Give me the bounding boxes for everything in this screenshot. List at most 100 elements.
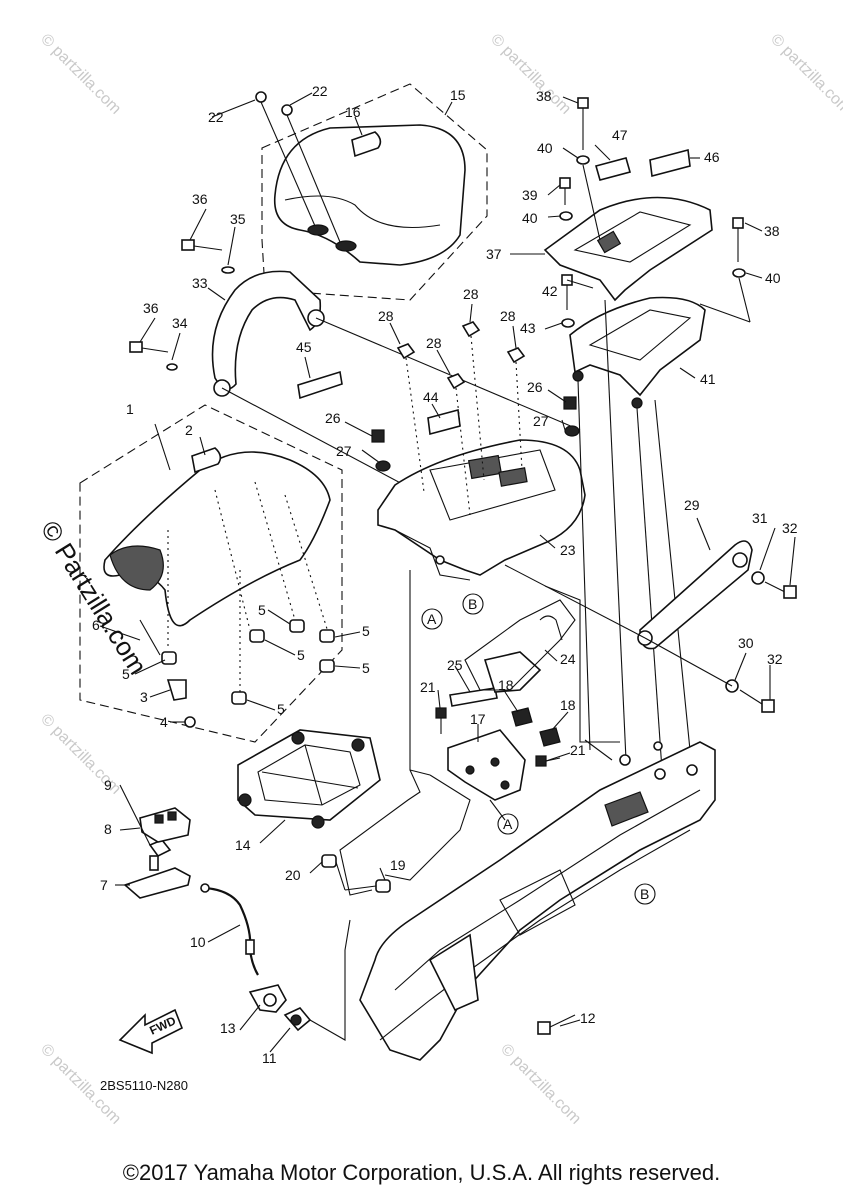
- part-label-3: 3: [140, 689, 148, 705]
- side-grab-bar: [637, 540, 753, 650]
- part-label-10: 10: [190, 934, 206, 950]
- part-label-32: 32: [767, 651, 783, 667]
- part-label-31: 31: [752, 510, 768, 526]
- damper-5: [161, 619, 335, 705]
- part-label-18: 18: [498, 677, 514, 693]
- clip-18: [539, 727, 561, 747]
- clip-18: [511, 707, 533, 727]
- part-label-44: 44: [423, 389, 439, 405]
- part-label-18: 18: [560, 697, 576, 713]
- part-label-46: 46: [704, 149, 720, 165]
- part-label-26: 26: [325, 410, 341, 426]
- rear-carrier: [543, 196, 713, 302]
- part-label-19: 19: [390, 857, 406, 873]
- lock-holder-11: [283, 1007, 312, 1032]
- part-label-7: 7: [100, 877, 108, 893]
- label-25: [449, 687, 498, 707]
- seat-lock-bracket: [447, 729, 526, 801]
- lock-cylinder-13: [248, 984, 287, 1013]
- watermark: © partzilla.com: [37, 31, 124, 118]
- lock-bracket-7: [123, 855, 191, 899]
- watermark: © partzilla.com: [767, 31, 843, 118]
- seat-tag-2: [191, 447, 222, 474]
- part-label-40: 40: [765, 270, 781, 286]
- part-label-9: 9: [104, 777, 112, 793]
- nut-9: [148, 839, 172, 858]
- part-label-43: 43: [520, 320, 536, 336]
- cover-24: [483, 651, 542, 693]
- part-label-16: 16: [345, 104, 361, 120]
- part-label-36: 36: [143, 300, 159, 316]
- part-label-34: 34: [172, 315, 188, 331]
- part-label-35: 35: [230, 211, 246, 227]
- bolt-26: [371, 396, 577, 443]
- seat-base-plate: [237, 729, 381, 829]
- part-label-23: 23: [560, 542, 576, 558]
- part-label-22: 22: [312, 83, 328, 99]
- rear-fender-storage: [377, 439, 586, 581]
- cover-24-outline: [464, 599, 576, 691]
- damper-20: [321, 854, 337, 868]
- callout-b: B B: [462, 593, 656, 905]
- part-label-45: 45: [296, 339, 312, 355]
- part-label-41: 41: [700, 371, 716, 387]
- part-label-6: 6: [92, 617, 100, 633]
- washer-27: [375, 425, 580, 472]
- part-label-13: 13: [220, 1020, 236, 1036]
- svg-text:B: B: [468, 596, 477, 612]
- part-label-4: 4: [160, 714, 168, 730]
- passenger-seat-assembly: [261, 83, 488, 301]
- part-label-30: 30: [738, 635, 754, 651]
- part-label-1: 1: [126, 401, 134, 417]
- seat-tag: [351, 131, 382, 158]
- part-label-5: 5: [122, 666, 130, 682]
- part-label-39: 39: [522, 187, 538, 203]
- rider-seat-assembly: [79, 404, 343, 743]
- part-label-27: 27: [336, 443, 352, 459]
- seat-lock-hook: [166, 679, 187, 701]
- rider-seat: [103, 451, 331, 627]
- label-46: [649, 148, 691, 178]
- diagram-code: 2BS5110-N280: [100, 1078, 188, 1093]
- part-label-20: 20: [285, 867, 301, 883]
- part-label-11: 11: [262, 1050, 277, 1066]
- part-label-28: 28: [500, 308, 516, 324]
- part-label-29: 29: [684, 497, 700, 513]
- grab-bar: [211, 270, 325, 397]
- seat-lock-8: [139, 807, 191, 843]
- svg-text:A: A: [503, 816, 513, 832]
- part-label-40: 40: [522, 210, 538, 226]
- part-label-36: 36: [192, 191, 208, 207]
- label-45: [297, 370, 343, 400]
- svg-text:A: A: [427, 611, 437, 627]
- damper-19: [375, 879, 391, 893]
- nut-28: [396, 321, 526, 390]
- carrier-bracket: [569, 296, 706, 409]
- part-label-38: 38: [536, 88, 552, 104]
- part-label-42: 42: [542, 283, 558, 299]
- copyright-notice: ©2017 Yamaha Motor Corporation, U.S.A. A…: [122, 1160, 721, 1185]
- part-label-28: 28: [463, 286, 479, 302]
- svg-text:B: B: [640, 886, 649, 902]
- part-label-28: 28: [378, 308, 394, 324]
- part-labels: 1 2 3 4 5 5 5 5 5 5 6 7 8 9 10 11 12 13 …: [92, 83, 798, 1066]
- bolt-36-upper: [181, 239, 235, 274]
- seat-cable-10: [200, 883, 259, 976]
- seat-hook: [307, 224, 329, 236]
- callout-a: A A: [421, 608, 519, 835]
- part-label-24: 24: [560, 651, 576, 667]
- part-label-21: 21: [420, 679, 436, 695]
- part-label-5: 5: [362, 660, 370, 676]
- part-label-2: 2: [185, 422, 193, 438]
- watermark: © partzilla.com: [487, 31, 574, 118]
- part-label-27: 27: [533, 413, 549, 429]
- bolt-22: [255, 91, 341, 243]
- part-label-14: 14: [235, 837, 251, 853]
- part-label-28: 28: [426, 335, 442, 351]
- part-label-26: 26: [527, 379, 543, 395]
- part-label-37: 37: [486, 246, 502, 262]
- watermark: © partzilla.com: [497, 1041, 584, 1128]
- part-label-5: 5: [258, 602, 266, 618]
- part-label-5: 5: [277, 701, 285, 717]
